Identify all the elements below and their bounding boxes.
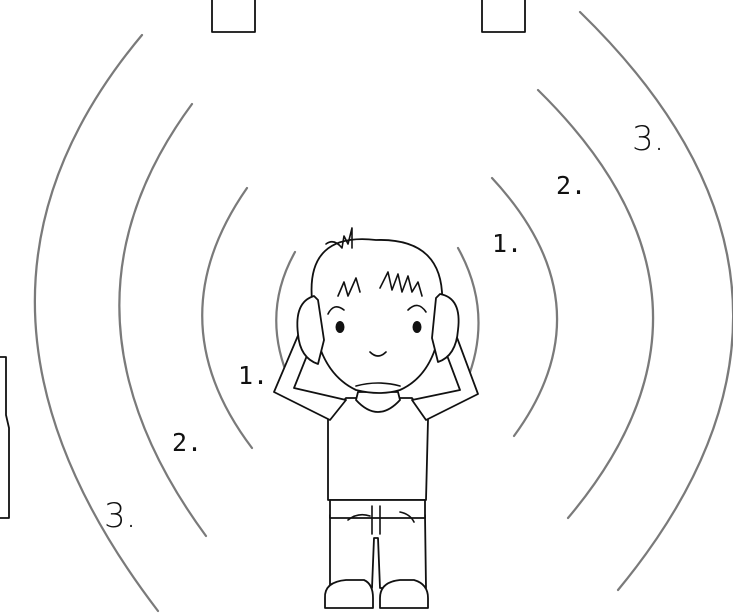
left-shoe [325, 580, 373, 608]
label-left-3: 3. [104, 496, 136, 536]
wave-left-2 [202, 188, 252, 448]
wave-left-4 [35, 35, 158, 611]
right-eye [413, 321, 422, 333]
belt [330, 500, 425, 518]
pants [330, 515, 426, 588]
label-right-3: 3. [632, 119, 664, 159]
wave-right-4 [580, 12, 733, 590]
person-covering-ears [274, 228, 478, 608]
label-right-2: 2. [556, 171, 586, 200]
label-right-1: 1. [492, 229, 522, 258]
label-left-2: 2. [172, 428, 202, 457]
left-edge-object [0, 357, 9, 518]
label-left-1: 1. [238, 361, 268, 390]
speaker-right [482, 0, 525, 32]
left-eye [336, 321, 345, 333]
head [312, 239, 443, 393]
shirt [328, 398, 428, 500]
right-shoe [380, 580, 428, 608]
wave-right-2 [492, 178, 557, 436]
speaker-left [212, 0, 255, 32]
wave-left-3 [119, 104, 206, 536]
